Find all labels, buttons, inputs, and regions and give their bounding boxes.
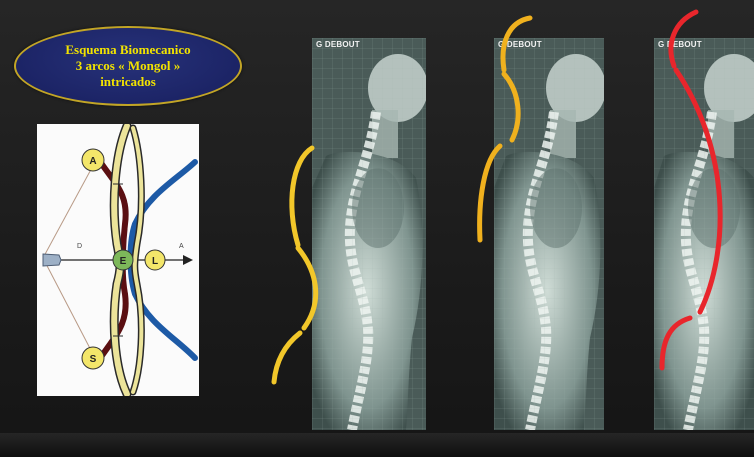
bow-diagram-graphic: A E L S D A [37, 124, 199, 396]
label-e: E [120, 256, 127, 267]
bow-string-lower [43, 258, 95, 358]
yellow-curve-1a [292, 148, 312, 245]
xray-label-3: G DEBOUT [658, 40, 702, 49]
yellow-curve-1c [274, 333, 300, 382]
xray-panel-3: G DEBOUT [654, 38, 754, 430]
xray-image-3 [654, 38, 754, 430]
arrow-fletching [43, 254, 61, 266]
label-d: D [77, 243, 82, 250]
xray-image-1 [312, 38, 426, 430]
bow-string-upper [43, 162, 95, 258]
title-ellipse: Esquema Biomecanico 3 arcos « Mongol » i… [14, 26, 242, 106]
bottom-band [0, 433, 754, 457]
xray-panel-2: G DEBOUT [494, 38, 604, 430]
xray-image-2 [494, 38, 604, 430]
arrow-head [183, 255, 193, 265]
xray-panel-1: G DEBOUT [312, 38, 426, 430]
xray-label-1: G DEBOUT [316, 40, 360, 49]
label-arrow: A [179, 243, 184, 250]
label-s: S [90, 354, 97, 365]
label-l: L [152, 256, 158, 267]
title-line-3: intricados [100, 74, 156, 90]
label-a: A [89, 156, 96, 167]
xray-label-2: G DEBOUT [498, 40, 542, 49]
title-line-1: Esquema Biomecanico [65, 42, 190, 58]
bow-diagram: A E L S D A [37, 124, 199, 396]
title-line-2: 3 arcos « Mongol » [76, 58, 180, 74]
